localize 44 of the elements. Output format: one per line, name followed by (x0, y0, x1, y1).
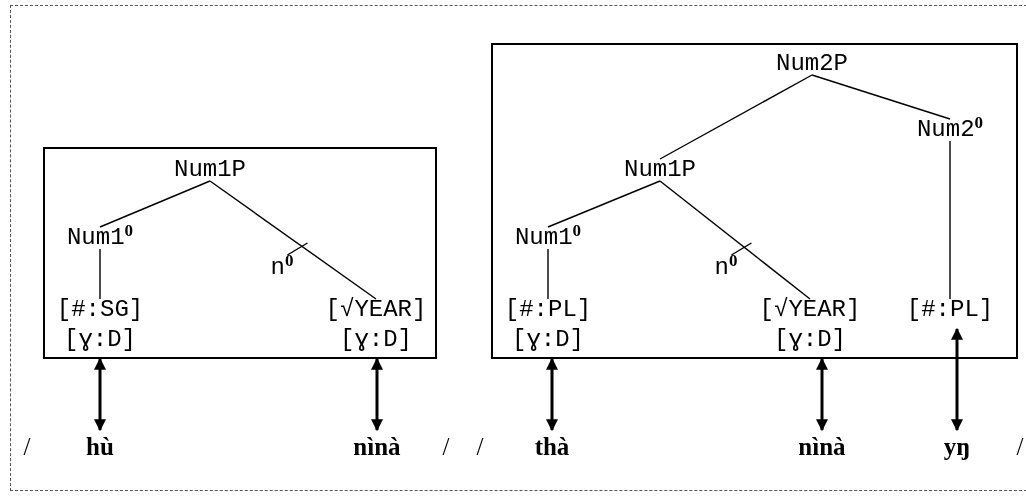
word-form: yŋ (943, 432, 971, 462)
tree-label: n$^{0}$ (714, 253, 738, 283)
feature-sublabel: [ɣ:D] (339, 325, 413, 355)
branch-line (99, 180, 211, 228)
branch-line (659, 180, 811, 300)
tree-label: Num2$^{0}$ (916, 115, 984, 145)
tree-label: [#:PL] (906, 295, 994, 325)
branch-line (547, 248, 549, 300)
double-arrow (546, 357, 558, 432)
tree-frame (491, 43, 1018, 359)
branch-line (811, 74, 951, 120)
feature-sublabel: [ɣ:D] (773, 325, 847, 355)
tree-label: Num1$^{0}$ (514, 223, 582, 253)
feature-label: [√YEAR] (325, 295, 427, 325)
feature-label: [#:PL] (504, 295, 592, 325)
slash-mark: / (1016, 433, 1024, 461)
branch-line (99, 248, 101, 300)
feature-sublabel: [ɣ:D] (511, 325, 585, 355)
word-form: thà (534, 432, 570, 462)
slash-mark: / (23, 433, 31, 461)
branch-line (730, 242, 753, 256)
branch-line (286, 242, 309, 256)
tree-label: Num2P (776, 49, 848, 79)
branch-line (659, 74, 813, 160)
double-arrow (816, 357, 828, 432)
slash-mark: / (442, 433, 450, 461)
tree-label: Num1P (174, 155, 246, 185)
slash-mark: / (476, 433, 484, 461)
branch-line (949, 140, 951, 300)
double-arrow (94, 357, 106, 432)
tree-label: Num1$^{0}$ (66, 223, 134, 253)
tree-label: Num1P (624, 155, 696, 185)
feature-label: [√YEAR] (759, 295, 861, 325)
word-form: nìnà (353, 432, 401, 462)
word-form: nìnà (798, 432, 846, 462)
feature-label: [#:SG] (56, 295, 144, 325)
tree-label: n$^{0}$ (270, 253, 294, 283)
word-form: hù (86, 432, 114, 462)
double-arrow (951, 327, 963, 432)
branch-line (209, 180, 377, 300)
tree-frame (43, 147, 437, 359)
double-arrow (371, 357, 383, 432)
branch-line (547, 180, 661, 228)
feature-sublabel: [ɣ:D] (63, 325, 137, 355)
